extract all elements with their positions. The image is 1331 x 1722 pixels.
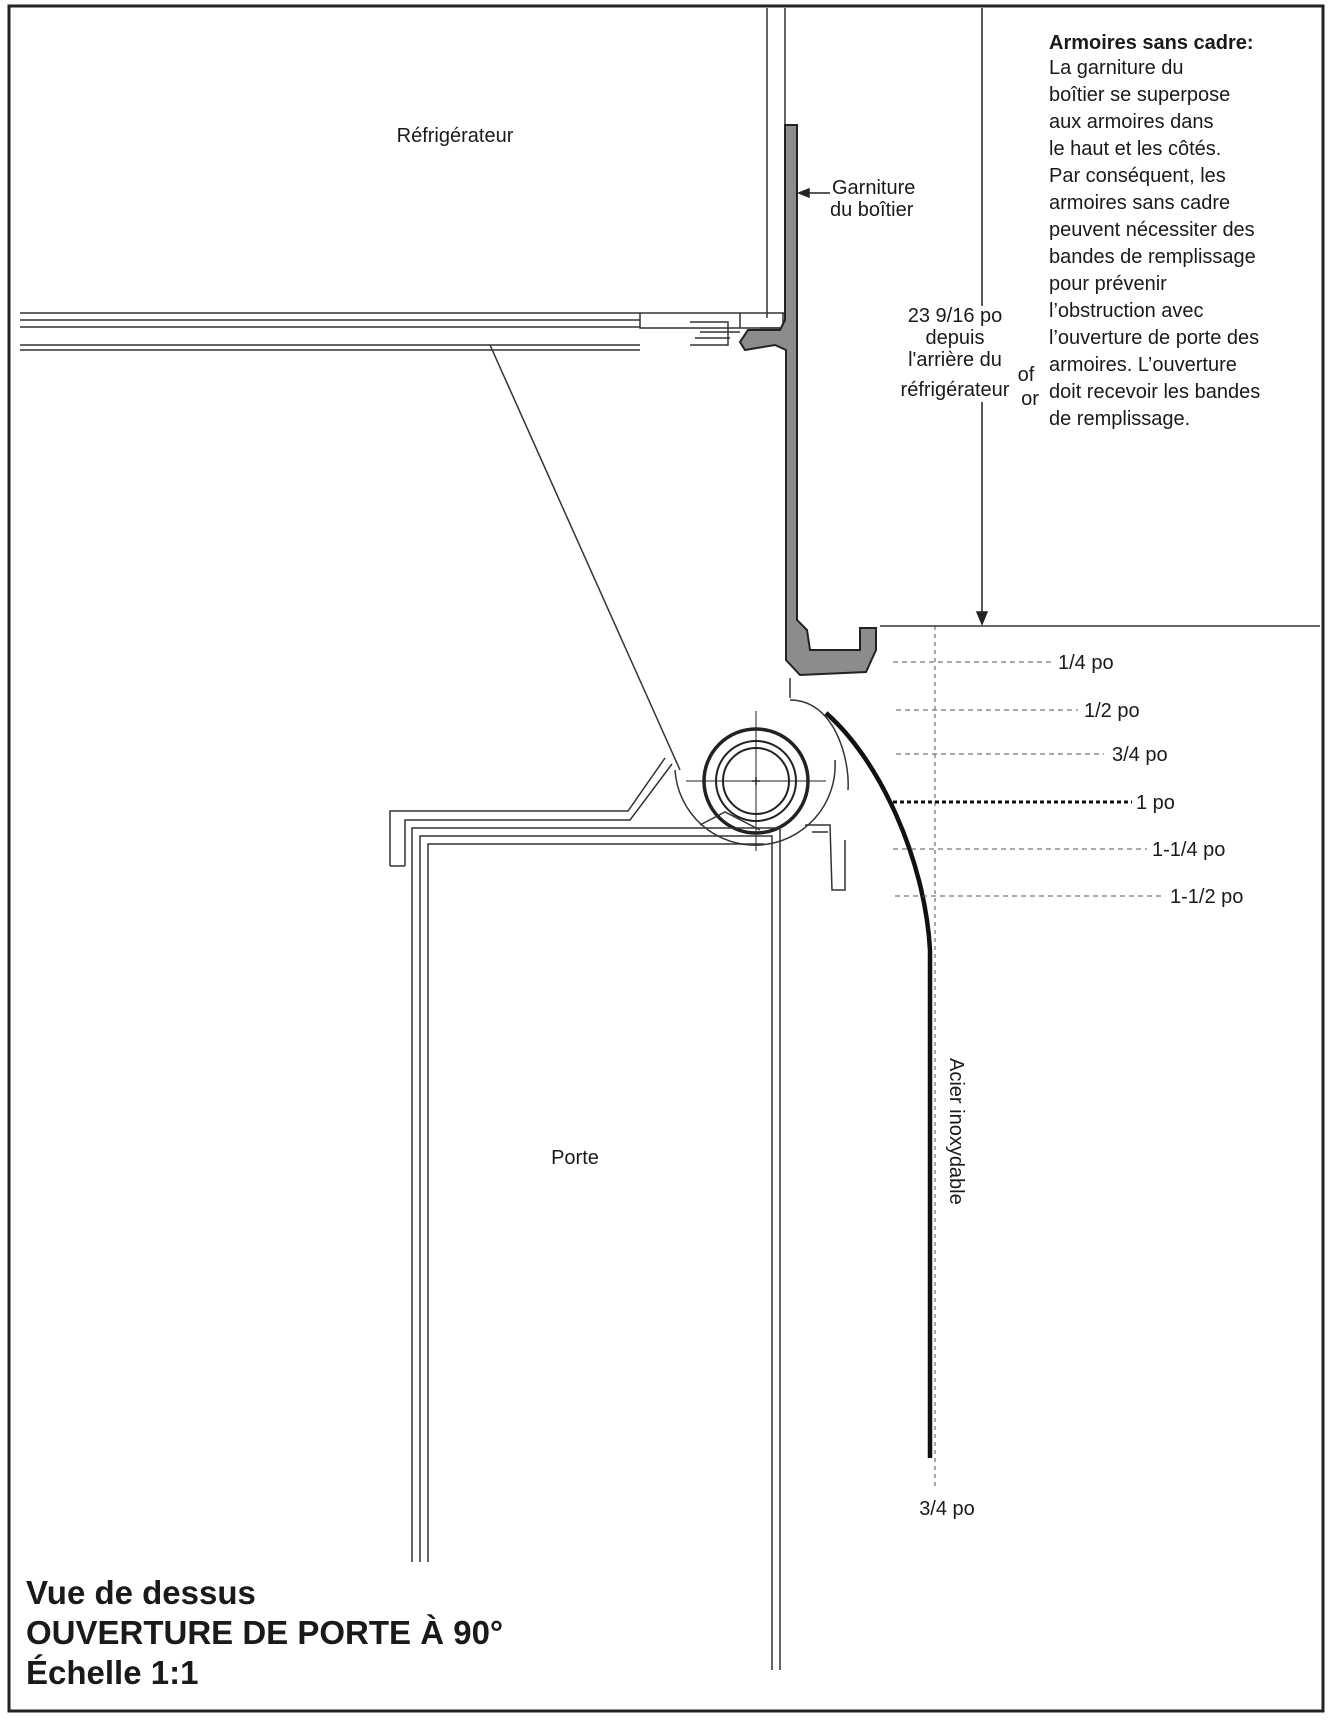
door-label: Porte [551,1147,599,1169]
hinge-bracket [389,757,846,891]
note-line: doit recevoir les bandes [1049,381,1260,403]
stainless-steel-edge [824,711,933,1458]
trim-label-line2: du boîtier [830,199,914,221]
clearance-label: 3/4 po [1112,744,1168,766]
title-block: Vue de dessus OUVERTURE DE PORTE À 90° É… [26,1574,503,1691]
stainless-steel-label: Acier inoxydable [945,1058,967,1205]
refrigerator-side-wall [766,8,786,318]
or-label: or [1021,388,1039,410]
clearance-label: 1/4 po [1058,652,1114,674]
note-line: de remplissage. [1049,408,1190,430]
depth-label-line3: l'arrière du [908,349,1002,371]
note-heading: Armoires sans cadre: [1049,32,1254,54]
note-line: armoires. L’ouverture [1049,354,1237,376]
trim-label-line1: Garniture [832,177,915,199]
note-line: boîtier se superpose [1049,84,1230,106]
note-line: bandes de remplissage [1049,246,1256,268]
clearance-label: 1 po [1136,792,1175,814]
drawing-title: OUVERTURE DE PORTE À 90° [26,1614,503,1651]
note-line: Par conséquent, les [1049,165,1226,187]
depth-dimension [975,8,989,626]
depth-label-line2: depuis [926,327,985,349]
note-line: l’ouverture de porte des [1049,327,1259,349]
scale-label: Échelle 1:1 [26,1654,198,1691]
note-line: l’obstruction avec [1049,300,1204,322]
clearance-label: 1/2 po [1084,700,1140,722]
note-line: aux armoires dans [1049,111,1214,133]
note-line: La garniture du [1049,57,1184,79]
clearance-label: 1-1/2 po [1170,886,1243,908]
hinge-arm [489,344,849,846]
note-line: le haut et les côtés. [1049,138,1221,160]
note-line: armoires sans cadre [1049,192,1230,214]
of-label: of [1018,364,1035,386]
view-title: Vue de dessus [26,1574,256,1611]
trim-callout [796,187,830,199]
note-line: pour prévenir [1049,273,1167,295]
case-trim [738,124,877,677]
bottom-dimension-label: 3/4 po [919,1498,975,1520]
depth-label-line4: réfrigérateur [901,379,1010,401]
drawing-frame [7,4,1325,1713]
door-panel [411,827,781,1670]
refrigerator-cabinet-edge [20,312,785,351]
clearance-label: 1-1/4 po [1152,839,1225,861]
clearance-lines: 1/4 po 1/2 po 3/4 po 1 po 1-1/4 po 1-1/2 po [893,652,1243,908]
frameless-cabinet-note: Armoires sans cadre: La garniture du boî… [1049,32,1260,430]
refrigerator-label: Réfrigérateur [397,125,514,147]
note-line: peuvent nécessiter des [1049,219,1255,241]
depth-label-line1: 23 9/16 po [908,305,1003,327]
